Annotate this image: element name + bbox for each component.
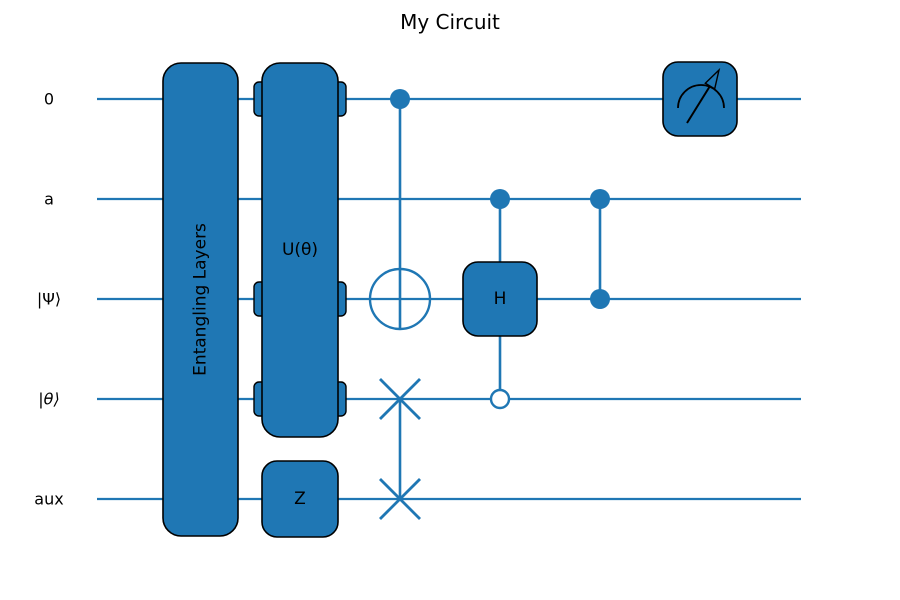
control-dot-icon <box>390 89 410 109</box>
h-box <box>462 261 538 337</box>
u-theta-box <box>261 62 339 438</box>
gauge-arc <box>677 84 725 109</box>
wire-label-psi: |Ψ⟩ <box>37 290 61 309</box>
swap-cross-line <box>379 478 421 520</box>
gate-u-theta: U(θ) <box>253 62 347 438</box>
wire-labels: 0 a |Ψ⟩ |θ⟩ aux <box>34 90 63 509</box>
wire-label-aux: aux <box>34 490 63 509</box>
wire-label-a: a <box>44 190 54 209</box>
measurement-gauge-icon <box>677 67 725 124</box>
gate-swap <box>379 378 421 520</box>
entangling-layers-box <box>162 62 239 537</box>
gate-cz <box>590 189 610 309</box>
gate-cnot <box>368 89 432 331</box>
open-control-icon <box>489 388 511 410</box>
gauge-needle <box>686 85 711 124</box>
z-label: Z <box>294 489 306 509</box>
u-theta-label: U(θ) <box>282 240 318 260</box>
gate-measurement <box>662 61 738 137</box>
swap-cross-icon <box>379 478 421 520</box>
control-dot-icon <box>590 289 610 309</box>
control-dot-icon <box>590 189 610 209</box>
cnot-target-icon <box>368 267 432 331</box>
swap-cross-icon <box>379 378 421 420</box>
swap-cross-line <box>379 378 421 420</box>
gate-entangling-layers: Entangling Layers <box>162 62 239 537</box>
figure-title: My Circuit <box>400 10 500 34</box>
h-label: H <box>494 289 507 309</box>
z-box <box>261 460 339 538</box>
control-dot-icon <box>490 189 510 209</box>
gate-controlled-h: H <box>462 189 538 410</box>
wire-label-theta: |θ⟩ <box>38 390 59 409</box>
measurement-box <box>662 61 738 137</box>
wire-label-0: 0 <box>44 90 54 109</box>
entangling-layers-label: Entangling Layers <box>191 223 211 376</box>
gate-z: Z <box>261 460 339 538</box>
gauge-arrowhead <box>704 67 721 90</box>
